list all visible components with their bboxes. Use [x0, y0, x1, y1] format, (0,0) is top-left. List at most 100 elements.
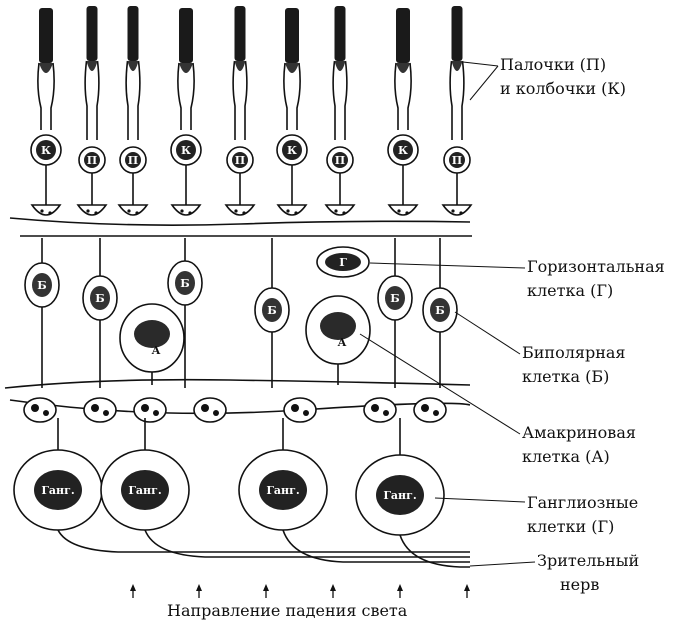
ganglion-axon — [144, 529, 470, 558]
vesicle — [234, 209, 238, 213]
amacrine-cell-label-1: Амакриновая — [522, 423, 636, 442]
cell-letter: П — [335, 154, 345, 167]
ganglion-nucleus — [259, 470, 307, 510]
segment-junction — [334, 61, 346, 71]
nucleus — [232, 152, 248, 168]
outer-segment — [285, 8, 299, 63]
segment-junction — [86, 61, 98, 71]
outer-segment — [86, 6, 98, 61]
vesicle — [180, 209, 184, 213]
outer-segment — [396, 8, 410, 63]
segment-junction — [451, 61, 463, 71]
bipolar-cell-label-1: Биполярная — [522, 343, 626, 362]
bipolar-letter: Б — [180, 277, 189, 290]
nucleus — [393, 140, 413, 160]
vesicle — [342, 211, 346, 215]
cone-cell-4: К — [170, 8, 202, 216]
outer-segment — [334, 6, 346, 61]
synapse-dot — [201, 404, 209, 412]
inner-segment — [84, 60, 100, 140]
rod-cell-9: П — [441, 6, 473, 216]
cell-letter: К — [181, 144, 191, 157]
rods-leader-1 — [462, 61, 499, 67]
bipolar-letter: Б — [267, 304, 276, 317]
synapse-dot — [43, 410, 49, 416]
synapse-cluster-5 — [283, 397, 317, 423]
rod-cell-5: П — [224, 6, 256, 216]
vesicle — [48, 211, 52, 215]
label-leader-lines — [359, 61, 536, 567]
vesicle — [94, 211, 98, 215]
bipolar-cell-1: Б — [24, 238, 60, 388]
synapse-dot — [291, 404, 299, 412]
bipolar-letter: Б — [435, 304, 444, 317]
ganglion-letter: Ганг. — [383, 489, 416, 502]
segment-junction — [179, 63, 193, 73]
outer-segment — [179, 8, 193, 63]
inner-segment — [177, 62, 195, 130]
inner-segment — [37, 62, 55, 130]
bipolar-cell-6: Б — [422, 238, 458, 388]
rods-cones-label-1: Палочки (П) — [500, 55, 607, 74]
synapse-dot — [383, 410, 389, 416]
synapse-cluster-4 — [193, 397, 227, 423]
synapse-dot — [303, 410, 309, 416]
ganglion-nucleus — [376, 475, 424, 515]
ganglion-cells-label-2: клетки (Г) — [527, 517, 615, 536]
synapse-dot — [371, 404, 379, 412]
synaptic-terminal — [30, 204, 62, 216]
synapse-dot — [433, 410, 439, 416]
vesicle — [397, 209, 401, 213]
cell-letter: П — [235, 154, 245, 167]
synapse-dot — [421, 404, 429, 412]
nucleus — [84, 152, 100, 168]
bipolar-nucleus — [430, 298, 450, 322]
amacrine-nucleus — [320, 312, 356, 340]
amacrine-cell-2: А — [305, 295, 371, 385]
vesicle — [135, 211, 139, 215]
cell-letter: П — [128, 154, 138, 167]
vesicle — [334, 209, 338, 213]
synapse-cluster-2 — [83, 397, 117, 423]
cell-letter: К — [41, 144, 51, 157]
inner-segment — [125, 60, 141, 140]
light-arrow-head-2 — [196, 584, 202, 591]
inner-segment — [394, 62, 412, 130]
ganglion-nucleus — [34, 470, 82, 510]
amacrine-nucleus — [134, 320, 170, 348]
vesicle — [86, 209, 90, 213]
synapse-dot — [153, 410, 159, 416]
outer-segment — [39, 8, 53, 63]
nucleus — [282, 140, 302, 160]
bipolar-cell-3: Б — [167, 238, 203, 388]
bipolar-nucleus — [385, 286, 405, 310]
amacrine-cell-1: А — [119, 303, 185, 385]
nucleus — [449, 152, 465, 168]
ganglion-letter: Ганг. — [128, 484, 161, 497]
bipolar-leader — [454, 311, 521, 355]
vesicle — [40, 209, 44, 213]
nucleus — [176, 140, 196, 160]
cone-cell-1: К — [30, 8, 62, 216]
inner-segment — [283, 62, 301, 130]
vesicle — [188, 211, 192, 215]
rod-cell-3: П — [117, 6, 149, 216]
rod-cell-2: П — [76, 6, 108, 216]
synaptic-terminal — [441, 204, 473, 216]
cell-letter: К — [398, 144, 408, 157]
bipolar-nucleus — [262, 298, 282, 322]
bipolar-cell-5: Б — [377, 238, 413, 388]
ganglion-cell-2: Ганг. — [100, 418, 470, 558]
inner-segment — [449, 60, 465, 140]
light-arrow-head-1 — [130, 584, 136, 591]
amacrine-cell-label-2: клетка (А) — [522, 447, 610, 466]
ganglion-layer: Ганг.Ганг.Ганг.Ганг. — [13, 418, 470, 568]
cell-letter: К — [287, 144, 297, 157]
ganglion-nucleus — [121, 470, 169, 510]
synapse-dot — [91, 404, 99, 412]
bipolar-letter: Б — [390, 292, 399, 305]
light-direction-arrows — [130, 584, 470, 598]
